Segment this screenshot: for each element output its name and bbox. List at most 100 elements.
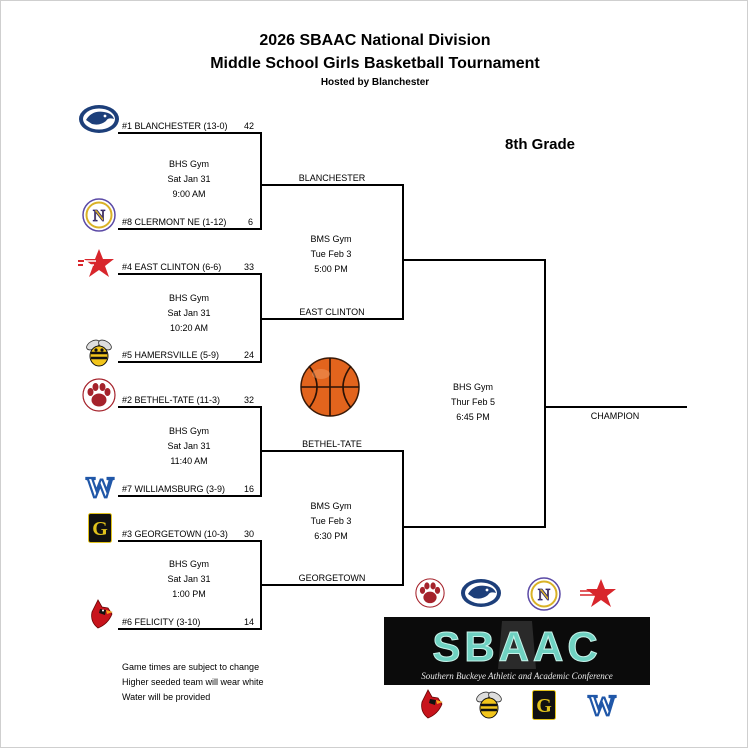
final-info: BHS Gym Thur Feb 5 6:45 PM: [413, 380, 533, 425]
game1-connector: [260, 132, 262, 230]
note-2: Higher seeded team will wear white: [122, 677, 264, 687]
game1-time: 9:00 AM: [172, 189, 206, 199]
svg-text:Southern Buckeye Athletic and: Southern Buckeye Athletic and Academic C…: [421, 671, 613, 681]
semi2-venue: BMS Gym: [310, 501, 352, 511]
round2-line-1: [260, 184, 404, 186]
team-line-2: [118, 406, 262, 408]
team-label-4: #4 EAST CLINTON (6-6): [122, 262, 222, 272]
semi2-info: BMS Gym Tue Feb 3 6:30 PM: [271, 499, 391, 544]
game2-venue: BHS Gym: [168, 293, 209, 303]
final-venue: BHS Gym: [452, 382, 493, 392]
semi1-time: 5:00 PM: [314, 264, 348, 274]
svg-text:W: W: [588, 691, 616, 718]
team-score-4: 33: [244, 262, 255, 272]
georgetown-g-small-icon: G: [532, 690, 556, 720]
game4-venue: BHS Gym: [168, 559, 209, 569]
semi1-venue: BMS Gym: [310, 234, 352, 244]
team-score-8: 6: [248, 217, 254, 227]
felicity-cardinal-small-icon: [421, 689, 443, 719]
game2-date: Sat Jan 31: [167, 308, 211, 318]
final-line-2: [402, 526, 546, 528]
final-date: Thur Feb 5: [450, 397, 496, 407]
semi1-connector: [402, 184, 404, 320]
team-label-7: #7 WILLIAMSBURG (3-9): [122, 484, 226, 494]
bethel-tate-paw-small-icon: [415, 578, 445, 608]
advancer-1: BLANCHESTER: [298, 173, 366, 183]
bethel-tate-paw-icon: [82, 378, 116, 412]
game3-date: Sat Jan 31: [167, 441, 211, 451]
team-score-5: 24: [244, 350, 255, 360]
page-title: 2026 SBAAC National Division: [259, 32, 491, 49]
team-line-7: [118, 495, 262, 497]
note-3: Water will be provided: [122, 692, 211, 702]
game4-date: Sat Jan 31: [167, 574, 211, 584]
round2-line-4: [260, 584, 404, 586]
team-label-1: #1 BLANCHESTER (13-0): [122, 121, 228, 131]
felicity-cardinal-icon: [91, 599, 113, 629]
svg-text:N: N: [538, 585, 551, 604]
williamsburg-w-icon: W: [85, 472, 115, 500]
svg-text:G: G: [536, 695, 552, 717]
game3-venue: BHS Gym: [168, 426, 209, 436]
svg-text:N: N: [93, 206, 106, 225]
advancer-2: EAST CLINTON: [299, 307, 365, 317]
game1-venue: BHS Gym: [168, 159, 209, 169]
team-line-5: [118, 361, 262, 363]
team-score-1: 42: [244, 121, 255, 131]
team-score-6: 14: [244, 617, 255, 627]
blanchester-wildcat-icon: [79, 105, 119, 133]
team-label-6: #6 FELICITY (3-10): [122, 617, 201, 627]
final-time: 6:45 PM: [456, 412, 490, 422]
team-score-3: 30: [244, 529, 255, 539]
svg-text:G: G: [92, 518, 108, 540]
team-line-8: [118, 228, 262, 230]
hamersville-hornet-icon: [86, 339, 112, 367]
semi1-date: Tue Feb 3: [310, 249, 352, 259]
semi1-info: BMS Gym Tue Feb 3 5:00 PM: [271, 232, 391, 277]
semi2-connector: [402, 450, 404, 586]
hamersville-hornet-small-icon: [476, 691, 502, 719]
basketball-icon: [300, 357, 360, 417]
team-line-3: [118, 540, 262, 542]
team-line-4: [118, 273, 262, 275]
game3-time: 11:40 AM: [170, 456, 208, 466]
game1-info: BHS Gym Sat Jan 31 9:00 AM: [129, 157, 249, 202]
east-clinton-star-small-icon: [580, 579, 616, 607]
east-clinton-star-icon: [78, 249, 114, 277]
team-line-6: [118, 628, 262, 630]
note-1: Game times are subject to change: [122, 662, 260, 672]
game4-info: BHS Gym Sat Jan 31 1:00 PM: [129, 557, 249, 602]
champion-line: [544, 406, 687, 408]
game2-info: BHS Gym Sat Jan 31 10:20 AM: [129, 291, 249, 336]
team-score-2: 32: [244, 395, 255, 405]
game4-time: 1:00 PM: [172, 589, 206, 599]
round2-line-3: [260, 450, 404, 452]
notes: Game times are subject to change Higher …: [122, 660, 264, 705]
semi2-time: 6:30 PM: [314, 531, 348, 541]
team-label-2: #2 BETHEL-TATE (11-3): [122, 395, 221, 405]
team-score-7: 16: [244, 484, 255, 494]
grade-label: 8th Grade: [505, 136, 576, 153]
clermont-ne-rockets-icon: N: [82, 198, 116, 232]
semi2-date: Tue Feb 3: [310, 516, 352, 526]
final-connector: [544, 259, 546, 528]
team-label-8: #8 CLERMONT NE (1-12): [122, 217, 227, 227]
team-label-5: #5 HAMERSVILLE (5-9): [122, 350, 220, 360]
team-label-3: #3 GEORGETOWN (10-3): [122, 529, 228, 539]
advancer-4: GEORGETOWN: [298, 573, 366, 583]
svg-text:SBAAC: SBAAC: [432, 623, 601, 670]
sbaac-conference-logo: SBAAC Southern Buckeye Athletic and Acad…: [384, 617, 650, 685]
blanchester-wildcat-small-icon: [461, 579, 501, 607]
advancer-3: BETHEL-TATE: [302, 439, 362, 449]
game2-time: 10:20 AM: [169, 323, 209, 333]
clermont-ne-small-icon: N: [527, 577, 561, 611]
svg-text:W: W: [86, 473, 114, 500]
hosted-by: Hosted by Blanchester: [320, 77, 430, 88]
game1-date: Sat Jan 31: [167, 174, 211, 184]
final-line-1: [402, 259, 546, 261]
champion-label: CHAMPION: [590, 411, 640, 421]
williamsburg-w-small-icon: W: [587, 690, 617, 718]
georgetown-g-icon: G: [88, 513, 112, 543]
game3-info: BHS Gym Sat Jan 31 11:40 AM: [129, 424, 249, 469]
